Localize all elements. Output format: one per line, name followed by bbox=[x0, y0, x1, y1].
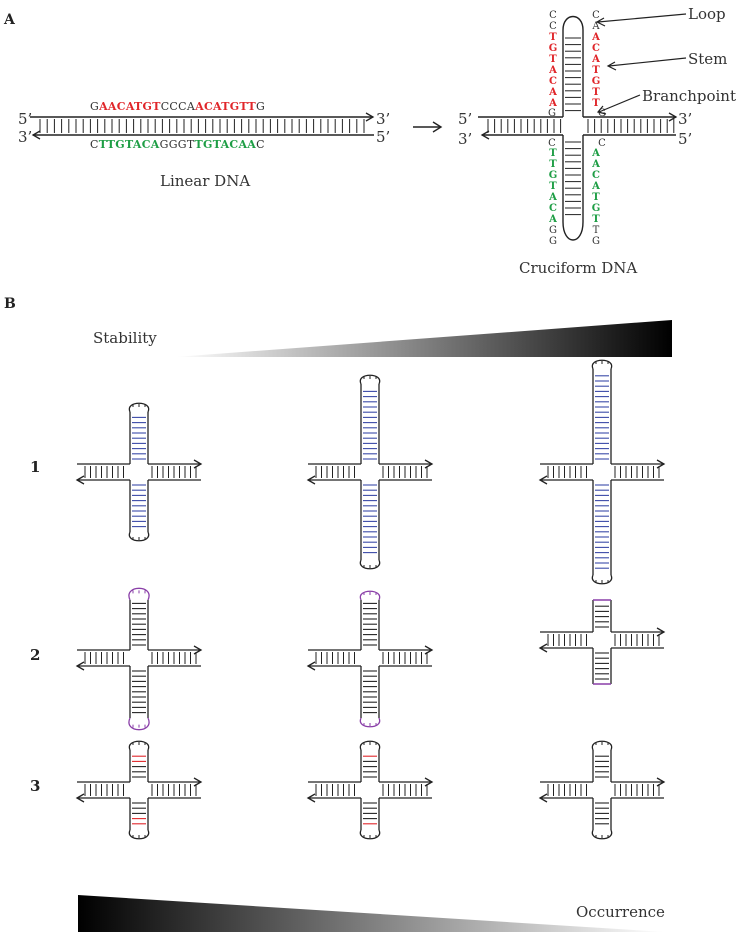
bottom-right-top-letter: C bbox=[598, 138, 606, 149]
branchpoint-pointer-head bbox=[596, 105, 607, 115]
top-loop bbox=[562, 15, 584, 31]
branchpoint-pointer-line bbox=[598, 94, 641, 113]
row-label-2: 2 bbox=[30, 646, 41, 664]
cruciform-top-left-end: 5’ bbox=[458, 110, 473, 128]
occurrence-label: Occurrence bbox=[576, 903, 665, 921]
bottom-loop bbox=[562, 221, 584, 241]
arm-arrowhead bbox=[306, 661, 316, 671]
stability-gradient bbox=[175, 320, 672, 357]
arm-arrowhead bbox=[538, 643, 548, 653]
cruciform-top-right-end: 3’ bbox=[678, 110, 693, 128]
stem-pointer-line bbox=[608, 57, 687, 67]
arm-arrowhead bbox=[538, 475, 548, 485]
row-label-1: 1 bbox=[30, 458, 41, 476]
cruciform-dna-caption: Cruciform DNA bbox=[519, 259, 638, 277]
linear-top-sequence: GAACATGTCCCAACATGTTG bbox=[90, 100, 266, 113]
linear-dna-caption: Linear DNA bbox=[160, 172, 251, 190]
linear-bottom-left-end: 3’ bbox=[18, 128, 33, 146]
upper-stem-loop bbox=[128, 740, 150, 751]
lower-stem-loop bbox=[359, 559, 381, 570]
branchpoint-label: Branchpoint bbox=[642, 87, 736, 105]
lower-stem-loop bbox=[128, 531, 150, 542]
linear-bottom-arrowhead bbox=[31, 130, 41, 140]
transition-arrow-head bbox=[432, 121, 443, 133]
linear-top-arrowhead bbox=[365, 112, 375, 122]
loop-pointer-head bbox=[595, 17, 606, 27]
cruciform-top-arrowhead bbox=[668, 112, 678, 122]
stability-label: Stability bbox=[93, 329, 157, 347]
lower-stem-loop bbox=[591, 574, 613, 585]
upper-stem-loop bbox=[128, 587, 150, 601]
upper-stem-loop bbox=[359, 740, 381, 751]
loop-pointer-line bbox=[597, 13, 687, 23]
linear-top-right-end: 3’ bbox=[376, 110, 391, 128]
upper-stem-loop bbox=[359, 590, 381, 601]
bottom-left-top-letter: C bbox=[548, 138, 556, 149]
upper-stem-loop bbox=[591, 359, 613, 370]
upper-stem-loop bbox=[591, 740, 613, 751]
occurrence-gradient bbox=[78, 895, 665, 932]
arm-arrowhead bbox=[306, 793, 316, 803]
linear-bottom-right-end: 5’ bbox=[376, 128, 391, 146]
lower-stem-loop bbox=[128, 829, 150, 840]
lower-stem-loop bbox=[591, 829, 613, 840]
arm-arrowhead bbox=[306, 475, 316, 485]
panel-a-label: A bbox=[4, 12, 15, 28]
stem-label: Stem bbox=[688, 50, 728, 68]
linear-bottom-sequence: CTTGTACAGGGTTGTACAAC bbox=[90, 138, 265, 151]
lower-stem-loop bbox=[128, 717, 150, 731]
cruciform-bottom-right-end: 5’ bbox=[678, 130, 693, 148]
cruciform-bottom-left-end: 3’ bbox=[458, 130, 473, 148]
stem-pointer-head bbox=[606, 61, 617, 71]
cruciform-bottom-arrowhead bbox=[480, 130, 490, 140]
top-left-base-letter: G bbox=[548, 108, 556, 119]
arm-arrowhead bbox=[538, 793, 548, 803]
lower-stem-loop bbox=[359, 717, 381, 728]
linear-top-left-end: 5’ bbox=[18, 110, 33, 128]
loop-label: Loop bbox=[688, 5, 726, 23]
panel-b-label: B bbox=[4, 296, 16, 312]
arm-arrowhead bbox=[75, 661, 85, 671]
row-label-3: 3 bbox=[30, 777, 41, 795]
arm-arrowhead bbox=[75, 475, 85, 485]
arm-arrowhead bbox=[75, 793, 85, 803]
upper-stem-loop bbox=[128, 402, 150, 413]
upper-stem-loop bbox=[359, 374, 381, 385]
lower-stem-loop bbox=[359, 829, 381, 840]
